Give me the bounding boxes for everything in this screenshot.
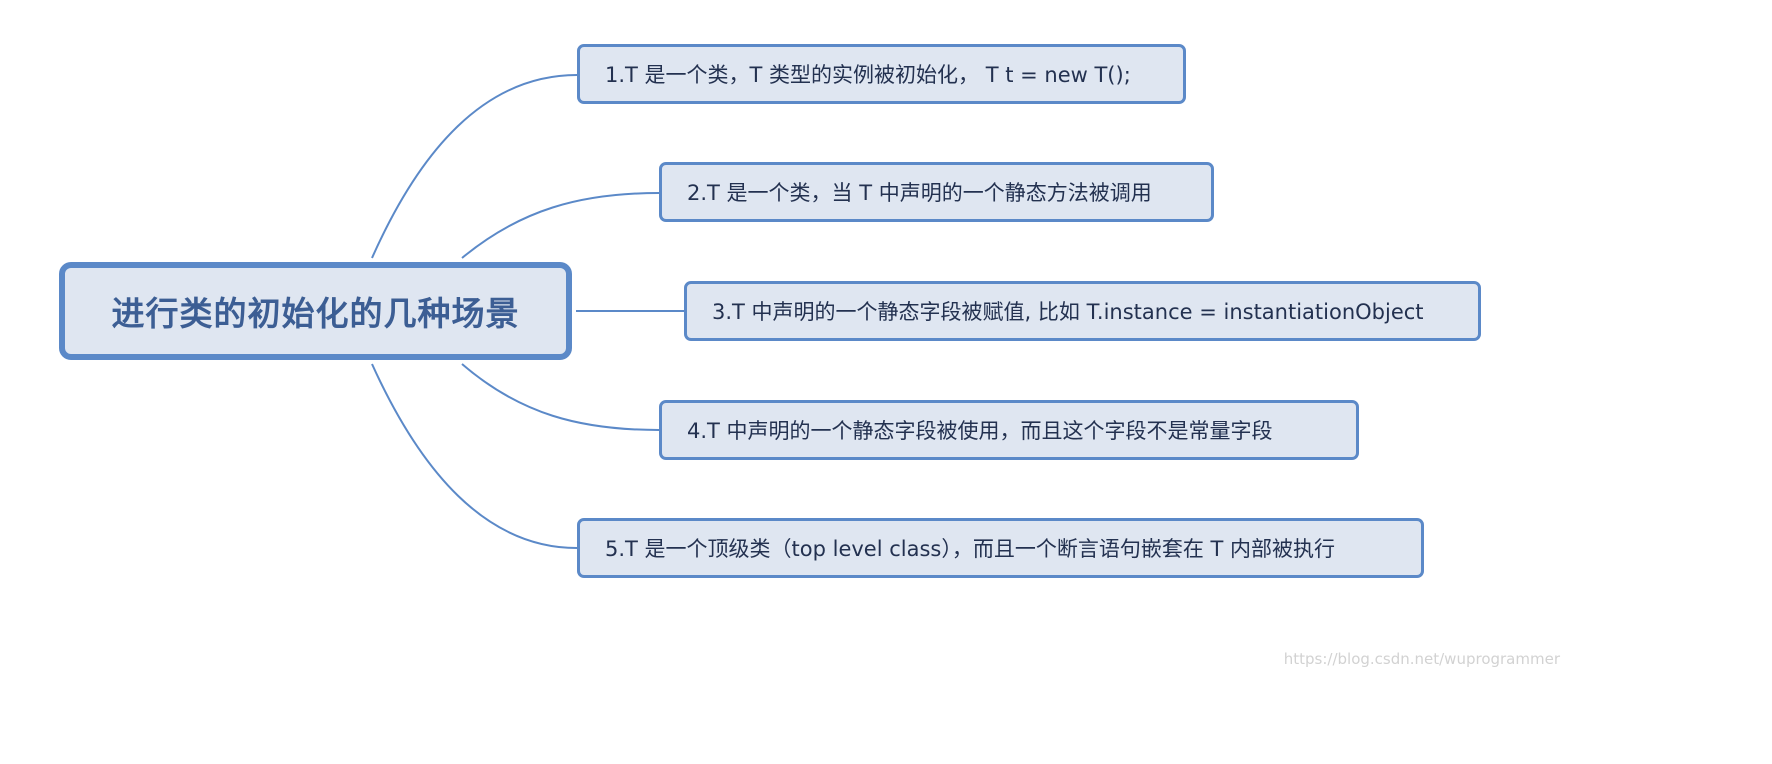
connector-branch-2 <box>461 192 660 259</box>
branch-topic-label: 2.T 是一个类，当 T 中声明的一个静态方法被调用 <box>687 181 1152 205</box>
branch-topic-3[interactable]: 3.T 中声明的一个静态字段被赋值, 比如 T.instance = insta… <box>684 281 1481 341</box>
central-topic[interactable]: 进行类的初始化的几种场景 <box>59 262 572 360</box>
branch-topic-label: 3.T 中声明的一个静态字段被赋值, 比如 T.instance = insta… <box>712 300 1424 324</box>
branch-topic-2[interactable]: 2.T 是一个类，当 T 中声明的一个静态方法被调用 <box>659 162 1214 222</box>
branch-topic-1[interactable]: 1.T 是一个类，T 类型的实例被初始化， T t = new T(); <box>577 44 1186 104</box>
branch-topic-5[interactable]: 5.T 是一个顶级类（top level class），而且一个断言语句嵌套在 … <box>577 518 1424 578</box>
central-topic-label: 进行类的初始化的几种场景 <box>111 294 520 333</box>
watermark-text: https://blog.csdn.net/wuprogrammer <box>1283 650 1560 668</box>
branch-topic-4[interactable]: 4.T 中声明的一个静态字段被使用，而且这个字段不是常量字段 <box>659 400 1359 460</box>
branch-topic-label: 5.T 是一个顶级类（top level class），而且一个断言语句嵌套在 … <box>605 537 1336 561</box>
branch-topic-label: 4.T 中声明的一个静态字段被使用，而且这个字段不是常量字段 <box>687 419 1273 443</box>
connector-branch-1 <box>371 74 578 259</box>
connector-branch-4 <box>461 363 660 431</box>
branch-topic-label: 1.T 是一个类，T 类型的实例被初始化， T t = new T(); <box>605 63 1131 87</box>
connector-branch-5 <box>371 363 578 549</box>
